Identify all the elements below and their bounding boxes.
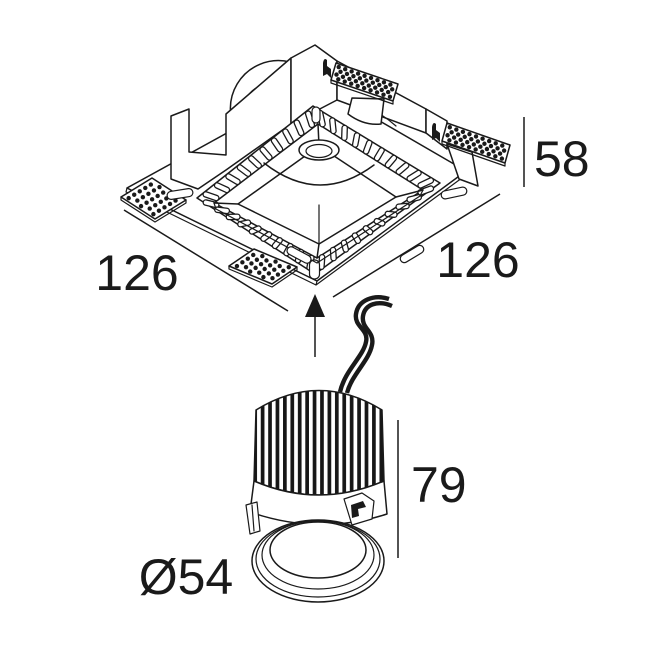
insertion-arrow <box>305 294 325 357</box>
perforated-plaster-wing-right <box>441 122 511 167</box>
connection-wires <box>337 295 393 394</box>
recess-dome-arc <box>263 162 375 186</box>
collar-depth-edge <box>213 189 424 264</box>
spring-hook-icon <box>323 59 331 78</box>
dimension-line-width-left <box>123 209 289 312</box>
perforated-plaster-wing-left <box>120 177 187 223</box>
recess-well-edges <box>213 123 424 259</box>
dimension-annotations: 126 126 58 79 Ø54 <box>95 117 590 605</box>
dimension-label-width-right: 126 <box>436 232 519 288</box>
collar-corner-post <box>308 259 321 280</box>
perforated-plaster-wing-front <box>228 248 298 288</box>
flange-bracket-a <box>347 97 385 126</box>
lamp-lens-ring <box>305 143 333 159</box>
dimension-label-width-left: 126 <box>95 245 178 301</box>
spring-hook-icon <box>432 123 440 142</box>
led-module-drawing <box>245 295 393 603</box>
collar-corner-slot <box>311 106 321 124</box>
module-clip-right <box>343 492 375 526</box>
housing-corner-wall <box>425 108 448 150</box>
dimension-line-width-right <box>332 193 501 298</box>
module-clip-left <box>245 501 261 535</box>
dimension-label-height-module: 79 <box>411 457 467 513</box>
dimension-label-height-frame: 58 <box>534 131 590 187</box>
flange-screw-slots <box>166 186 468 264</box>
mounting-frame-drawing <box>120 44 511 288</box>
module-lens-bezel <box>251 519 385 603</box>
perforated-plaster-wing-top <box>330 62 399 105</box>
housing-left-wall <box>170 57 292 190</box>
dimension-label-diameter-module: Ø54 <box>139 549 234 605</box>
heatsink-fins <box>255 390 381 495</box>
